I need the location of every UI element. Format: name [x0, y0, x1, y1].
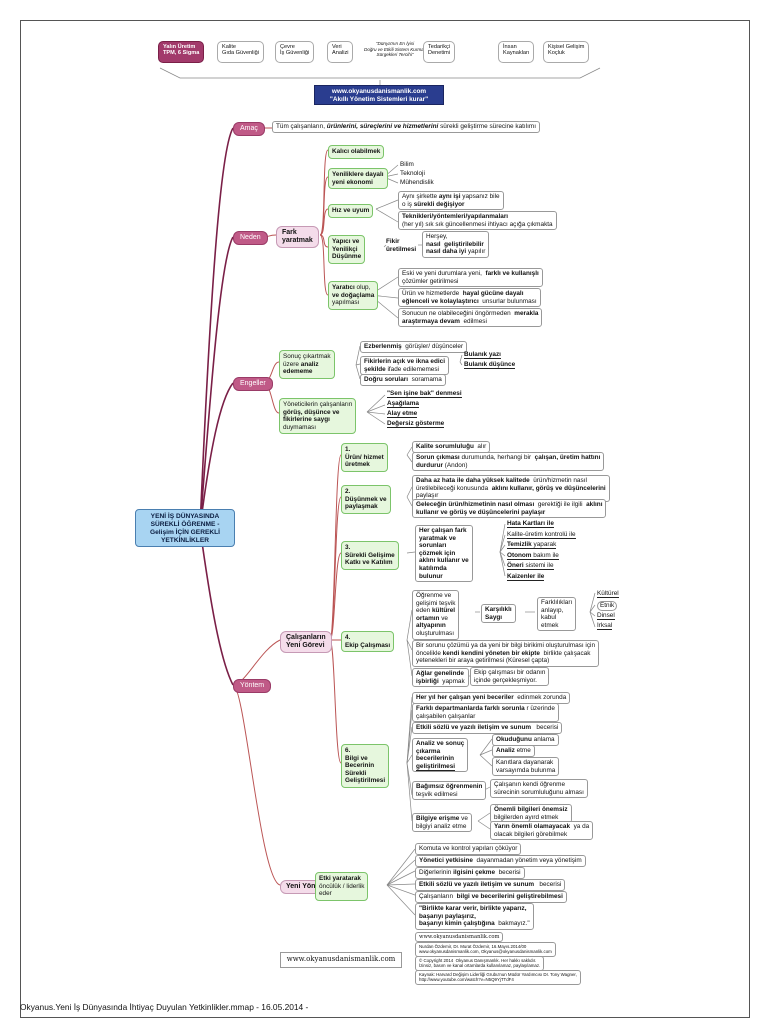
- top-item-kisisel-gelisim: Kişisel Gelişim Koçluk: [543, 41, 590, 63]
- step-6-bilgi-beceri: 6. Bilgi ve Becerinin Sürekli Geliştiril…: [341, 744, 390, 788]
- kalite-sorumlulugu: Kalite sorumluluğu alır: [412, 441, 491, 453]
- fark-yaratmak: Fark yaratmak: [276, 226, 319, 248]
- komuta-kontrol: Komuta ve kontrol yapıları çöküyor: [415, 843, 522, 855]
- yaratici-detail-1: Eski ve yeni durumlara yeni, farklı ve k…: [398, 268, 543, 288]
- hata-kartlari: Hata Kartları ile: [507, 520, 554, 528]
- calisanin-kendi-ogrenme: Çalışanın kendi öğrenme sürecinin soruml…: [490, 779, 588, 799]
- analiz-sonuc-cikarma: Analiz ve sonuç çıkarma becerilerinin ge…: [412, 738, 469, 773]
- yonetici-yetkisine: Yönetici yetkisine dayanmadan yönetim ve…: [415, 855, 586, 867]
- sen-isine-bak: "Sen işine bak" denmesi: [387, 390, 462, 398]
- ogrenme-gelisim-ortami: Öğrenme ve gelişimi teşvik eden kültürel…: [412, 590, 460, 640]
- footer-info-copyright: © Copyright 2014 Okyanus Danışmanlık. He…: [415, 956, 545, 971]
- hiz-ve-uyum: Hız ve uyum: [328, 204, 374, 218]
- ekip-calismasi-odada: Ekip çalışması bir odanın içinde gerçekl…: [470, 667, 550, 687]
- branch-engeller: Engeller: [233, 377, 273, 391]
- branch-amac: Amaç: [233, 122, 265, 136]
- degersiz-gosterme: Değersiz gösterme: [387, 420, 445, 428]
- footer-info-source: Kaynak: Harvard Değişim Liderliği Grubu'…: [415, 970, 581, 985]
- farkli-departmanlar: Farklı departmanlarda farklı sorunla r ü…: [412, 703, 559, 723]
- bilim: Bilim: [400, 161, 414, 168]
- step-3-surekli-gelisim: 3. Sürekli Gelişime Katkı ve Katılım: [341, 541, 399, 570]
- step-4-ekip-calismasi: 4. Ekip Çalışması: [341, 631, 395, 653]
- temizlik: Temizlik yaparak: [507, 541, 557, 549]
- analiz-etme: Analiz etme: [492, 745, 535, 757]
- gelecegin-urun: Gelecеğin ürün/hizmetinin nasıl olması g…: [412, 499, 607, 519]
- oneri-sistemi: Öneri sistemi ile: [507, 562, 554, 570]
- bagimsiz-ogrenme: Bağımsız öğrenmenin teşvik edilmesi: [412, 781, 487, 801]
- hiz-detail-1: Aynı şirkette aynı işi yapsanız bile o i…: [398, 191, 504, 211]
- her-yil-yeni-beceri: Her yıl her çalışan yeni beceriler edinm…: [412, 692, 571, 704]
- footer-info-url[interactable]: www.okyanusdanismanlik.com: [415, 932, 504, 942]
- top-item-dunyanin-en-iyisi: "Dünya'nın En İyisi Doğru ve Etkili Sist…: [360, 39, 431, 65]
- okudugunu-anlama: Okuduğunu anlama: [492, 734, 559, 746]
- kaizenler: Kaizenler ile: [507, 573, 545, 581]
- branch-neden: Neden: [233, 231, 268, 245]
- karsilikli-saygi: Karşılıklı Saygı: [481, 604, 516, 624]
- calisanlarin-yeni-gorevi: Çalışanların Yeni Görevi: [280, 631, 332, 653]
- footer-info-authors: Nurdan Özdemir, Dr. Murat Özdemir, 16.Ma…: [415, 942, 556, 957]
- sonuc-cikartmak: Sonuç çıkartmak üzere analiz edememe: [279, 350, 335, 379]
- bulanik-dusunce: Bulanık düşünce: [464, 361, 516, 369]
- kalici-olabilmek: Kalıcı olabilmek: [328, 145, 385, 159]
- top-item-yalin-uretim: Yalın Üretim TPM, 6 Sigma: [158, 41, 205, 63]
- etkili-iletisim: Etkili sözlü ve yazılı iletişim ve sunum…: [412, 722, 563, 734]
- hersey-detail: Herşey, nasıl geliştirilebilir nasıl dah…: [422, 231, 490, 258]
- asagilama: Aşağılama: [387, 400, 419, 408]
- farkliliklari-anlayip: Farklılıkları anlayıp, kabul etmek: [537, 597, 577, 632]
- banner-slogan: "Akıllı Yönetim Sistemleri kurar": [329, 96, 429, 103]
- amac-text: Tüm çalışanların, ürünlerini, süreçlerin…: [272, 121, 540, 133]
- hiz-detail-2: Teknikleri/yöntemleri/yapılanmaları (her…: [398, 211, 557, 231]
- teknoloji: Teknoloji: [400, 170, 425, 177]
- otonom-bakim: Otonom bakım ile: [507, 552, 559, 560]
- ezberlenmis: Ezberlenmiş görüşler/ düşünceler: [360, 341, 468, 353]
- yapici-yenilikci: Yapıcı ve Yenilikçi Düşünme: [328, 235, 366, 264]
- top-item-veri-analizi: Veri Analizi: [327, 41, 354, 63]
- banner-url: www.okyanusdanismanlik.com: [331, 88, 427, 95]
- daha-az-hata: Daha az hata ile daha yüksek kalitede ür…: [412, 475, 610, 502]
- footer-filename: Okyanus.Yeni İş Dünyasında İhtiyaç Duyul…: [20, 1002, 309, 1012]
- yoneticilerin-saygi: Yöneticilerin çalışanların görüş, düşünc…: [279, 398, 357, 435]
- footer-logo[interactable]: www.okyanusdanismanlik.com: [280, 952, 402, 968]
- bilgiye-erisme: Bilgiye erişme ve bilgiyi analiz etme: [412, 813, 472, 833]
- branch-yontem: Yöntem: [233, 679, 272, 693]
- irksal: Irksal: [597, 622, 613, 630]
- top-item-tedarikci: Tedarikçi Denetimi: [423, 41, 456, 63]
- muhendislik: Mühendislik: [400, 179, 434, 186]
- kanitlara-dayanarak: Kanıtlara dayanarak varsayımda bulunma: [492, 757, 560, 777]
- dinsel: Dinsel: [597, 612, 615, 620]
- her-calisan-fark: Her çalışan fark yaratmak ve sorunları ç…: [415, 525, 473, 583]
- birlikte-karar: "Birlikte karar verir, birlikte yaparız,…: [415, 903, 534, 930]
- digerlerinin-ilgisi: Diğerlerinin ilgisini çekme becerisi: [415, 867, 525, 879]
- kulturel: Kültürel: [597, 590, 619, 598]
- sorun-cikmasi: Sorun çıkması durumunda, herhangi bir ça…: [412, 452, 605, 472]
- yaratici-detail-3: Sonucun ne olabileceğini öngörmeden mera…: [398, 308, 543, 328]
- yeniliklere-dayali: Yeniliklere dayalı yeni ekonomi: [328, 168, 388, 190]
- etnik: Etnik: [597, 601, 618, 611]
- yarin-onemli: Yarın önemli olamayacak ya da olacak bil…: [490, 821, 594, 841]
- fikirlerin-acik: Fikirlerin açık ve ikna edici şekilde if…: [360, 356, 449, 376]
- aglar-genelinde: Ağlar genelinde işbirliği yapmak: [412, 668, 469, 688]
- kalite-uretim-kontrolu: Kalite-üretim kontrolü ile: [507, 531, 576, 539]
- etki-yaratarak: Etki yaratarak öncülük / liderlik eder: [315, 872, 369, 901]
- top-item-insan-kaynaklari: İnsan Kaynakları: [498, 41, 535, 63]
- bir-sorunu-cozumu: Bir sorunu çözümü ya da yeni bir bilgi b…: [412, 640, 600, 667]
- yaratici-dogaclama: Yaratıcı olup, ve doğaçlama yapılması: [328, 281, 379, 310]
- company-banner[interactable]: www.okyanusdanismanlik.com "Akıllı Yönet…: [314, 85, 444, 105]
- alay-etme: Alay etme: [387, 410, 418, 418]
- step-2-dusunmek: 2. Düşünmek ve paylaşmak: [341, 485, 391, 514]
- top-item-kalite: Kalite Gıda Güvenliği: [217, 41, 265, 63]
- yaratici-detail-2: Ürün ve hizmetlerde hayal gücüne dayalı …: [398, 288, 541, 308]
- bulanik-yazi: Bulanık yazı: [464, 351, 501, 359]
- step-1-urun-hizmet: 1. Ürün/ hizmet üretmek: [341, 443, 388, 472]
- top-item-cevre: Çevre İş Güvenliği: [275, 41, 315, 63]
- dogru-sorulari: Doğru soruları soramama: [360, 374, 446, 386]
- page-frame: [20, 20, 750, 1018]
- central-topic: YENİ İŞ DÜNYASINDA SÜREKLİ ÖĞRENME - Gel…: [135, 509, 235, 547]
- etkili-iletisim-yonetici: Etkili sözlü ve yazılı iletişim ve sunum…: [415, 879, 566, 891]
- calisanlarin-bilgi-beceri: Çalışanların bilgi ve becerilerini geliş…: [415, 891, 567, 903]
- fikir-uretilmesi: Fikir üretilmesi: [386, 238, 417, 253]
